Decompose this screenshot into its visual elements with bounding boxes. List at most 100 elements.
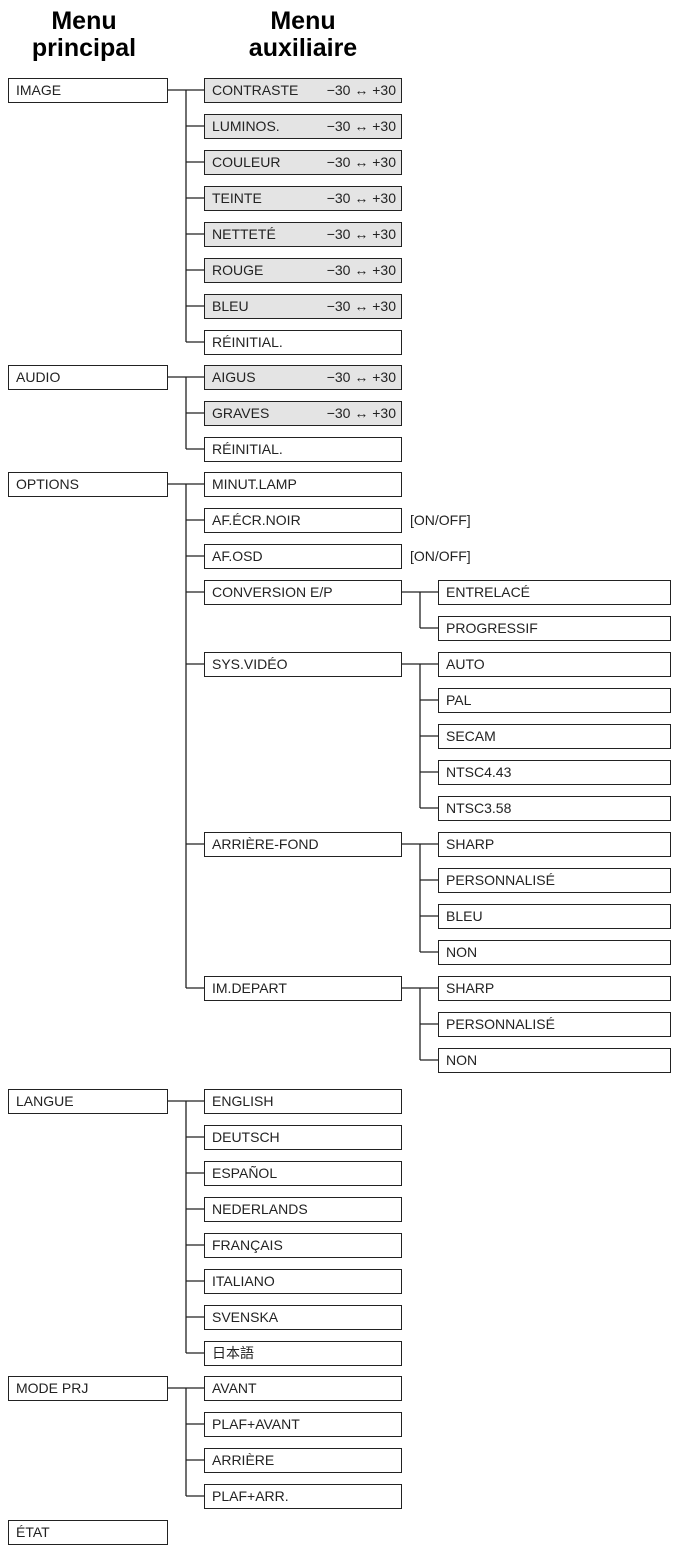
submenu-couleur[interactable]: COULEUR −30 ↔ +30 (204, 149, 402, 175)
option-sharp[interactable]: SHARP (438, 975, 671, 1001)
main-menu-mode-prj-label: MODE PRJ (16, 1379, 89, 1396)
option-non[interactable]: NON (438, 1047, 671, 1073)
main-menu-langue[interactable]: LANGUE (8, 1088, 168, 1114)
option-non[interactable]: NON (438, 939, 671, 965)
submenu-arriere-fond[interactable]: ARRIÈRE-FOND (204, 831, 402, 857)
submenu-luminos[interactable]: LUMINOS.−30 ↔ +30 (204, 113, 402, 139)
option-ntsc3-58[interactable]: NTSC3.58 (438, 795, 671, 821)
submenu-graves[interactable]: GRAVES−30 ↔ +30 (204, 400, 402, 426)
option-personnalise-label: PERSONNALISÉ (446, 871, 555, 888)
submenu-plaf-avant[interactable]: PLAF+AVANT (204, 1411, 402, 1437)
range-value: −30 ↔ +30 (326, 261, 396, 278)
range-value: −30 ↔ +30 (326, 189, 396, 206)
submenu-rouge[interactable]: ROUGE −30 ↔ +30 (204, 257, 402, 283)
submenu-teinte[interactable]: TEINTE −30 ↔ +30 (204, 185, 402, 211)
submenu-svenska[interactable]: SVENSKA (204, 1304, 402, 1330)
sub-menu-header-line1: Menu (270, 7, 336, 35)
main-menu-etat-label: ÉTAT (16, 1523, 50, 1540)
option-progressif[interactable]: PROGRESSIF (438, 615, 671, 641)
main-menu-langue-label: LANGUE (16, 1092, 74, 1109)
option-secam[interactable]: SECAM (438, 723, 671, 749)
submenu-italiano-label: ITALIANO (212, 1272, 275, 1289)
submenu-english[interactable]: ENGLISH (204, 1088, 402, 1114)
option-non-label: NON (446, 1051, 478, 1068)
submenu-svenska-label: SVENSKA (212, 1308, 279, 1325)
option-personnalise[interactable]: PERSONNALISÉ (438, 1011, 671, 1037)
option-bleu[interactable]: BLEU (438, 903, 671, 929)
range-value: −30 ↔ +30 (326, 225, 396, 242)
main-menu-etat[interactable]: ÉTAT (8, 1519, 168, 1545)
submenu-bleu[interactable]: BLEU −30 ↔ +30 (204, 293, 402, 319)
option-sharp-label: SHARP (446, 979, 495, 996)
submenu-aigus-label: AIGUS (212, 368, 256, 385)
option-ntsc4-43[interactable]: NTSC4.43 (438, 759, 671, 785)
submenu-couleur-label: COULEUR (212, 153, 281, 170)
submenu-reinitial-label: RÉINITIAL. (212, 333, 283, 350)
main-menu-audio[interactable]: AUDIO (8, 364, 168, 390)
range-value: −30 ↔ +30 (326, 297, 396, 314)
submenu-sys-video-label: SYS.VIDÉO (212, 655, 288, 672)
range-value: −30 ↔ +30 (326, 153, 396, 170)
option-progressif-label: PROGRESSIF (446, 619, 538, 636)
main-menu-header-line2: principal (31, 34, 137, 62)
submenu-item[interactable]: 日本語 (204, 1340, 402, 1366)
submenu-af-ecr-noir[interactable]: AF.ÉCR.NOIR (204, 507, 402, 533)
submenu-item-label: 日本語 (212, 1344, 254, 1361)
option-auto[interactable]: AUTO (438, 651, 671, 677)
option-pal[interactable]: PAL (438, 687, 671, 713)
sub-menu-header: Menu auxiliaire (204, 8, 402, 62)
submenu-espanol-label: ESPAÑOL (212, 1164, 278, 1181)
submenu-deutsch-label: DEUTSCH (212, 1128, 280, 1145)
option-entrelace-label: ENTRELACÉ (446, 583, 531, 600)
submenu-im-depart[interactable]: IM.DEPART (204, 975, 402, 1001)
submenu-italiano[interactable]: ITALIANO (204, 1268, 402, 1294)
submenu-arriere-fond-label: ARRIÈRE-FOND (212, 835, 319, 852)
submenu-nederlands-label: NEDERLANDS (212, 1200, 308, 1217)
sub-menu-header-line2: auxiliaire (248, 34, 358, 62)
submenu-af-osd[interactable]: AF.OSD (204, 543, 402, 569)
main-menu-options-label: OPTIONS (16, 475, 80, 492)
submenu-reinitial[interactable]: RÉINITIAL. (204, 436, 402, 462)
submenu-minut-lamp[interactable]: MINUT.LAMP (204, 471, 402, 497)
submenu-af-osd-label: AF.OSD (212, 547, 263, 564)
on-off-note: [ON/OFF] (410, 548, 471, 564)
main-menu-header-line1: Menu (51, 7, 117, 35)
submenu-conversion-e-p-label: CONVERSION E/P (212, 583, 333, 600)
submenu-reinitial[interactable]: RÉINITIAL. (204, 329, 402, 355)
submenu-conversion-e-p[interactable]: CONVERSION E/P (204, 579, 402, 605)
submenu-teinte-label: TEINTE (212, 189, 262, 206)
submenu-francais[interactable]: FRANÇAIS (204, 1232, 402, 1258)
option-personnalise-label: PERSONNALISÉ (446, 1015, 555, 1032)
submenu-plaf-arr[interactable]: PLAF+ARR. (204, 1483, 402, 1509)
option-entrelace[interactable]: ENTRELACÉ (438, 579, 671, 605)
submenu-nettete-label: NETTETÉ (212, 225, 276, 242)
option-ntsc4-43-label: NTSC4.43 (446, 763, 512, 780)
range-value: −30 ↔ +30 (326, 117, 396, 134)
submenu-minut-lamp-label: MINUT.LAMP (212, 475, 297, 492)
submenu-nettete[interactable]: NETTETÉ −30 ↔ +30 (204, 221, 402, 247)
main-menu-options[interactable]: OPTIONS (8, 471, 168, 497)
submenu-francais-label: FRANÇAIS (212, 1236, 283, 1253)
submenu-bleu-label: BLEU (212, 297, 249, 314)
submenu-english-label: ENGLISH (212, 1092, 274, 1109)
submenu-espanol[interactable]: ESPAÑOL (204, 1160, 402, 1186)
submenu-aigus[interactable]: AIGUS−30 ↔ +30 (204, 364, 402, 390)
option-ntsc3-58-label: NTSC3.58 (446, 799, 512, 816)
option-sharp[interactable]: SHARP (438, 831, 671, 857)
main-menu-mode-prj[interactable]: MODE PRJ (8, 1375, 168, 1401)
submenu-nederlands[interactable]: NEDERLANDS (204, 1196, 402, 1222)
option-personnalise[interactable]: PERSONNALISÉ (438, 867, 671, 893)
submenu-rouge-label: ROUGE (212, 261, 264, 278)
submenu-sys-video[interactable]: SYS.VIDÉO (204, 651, 402, 677)
main-menu-header: Menu principal (8, 8, 160, 62)
submenu-deutsch[interactable]: DEUTSCH (204, 1124, 402, 1150)
submenu-avant[interactable]: AVANT (204, 1375, 402, 1401)
option-auto-label: AUTO (446, 655, 485, 672)
submenu-plaf-avant-label: PLAF+AVANT (212, 1415, 300, 1432)
main-menu-image[interactable]: IMAGE (8, 77, 168, 103)
option-pal-label: PAL (446, 691, 472, 708)
submenu-arriere[interactable]: ARRIÈRE (204, 1447, 402, 1473)
submenu-contraste[interactable]: CONTRASTE−30 ↔ +30 (204, 77, 402, 103)
